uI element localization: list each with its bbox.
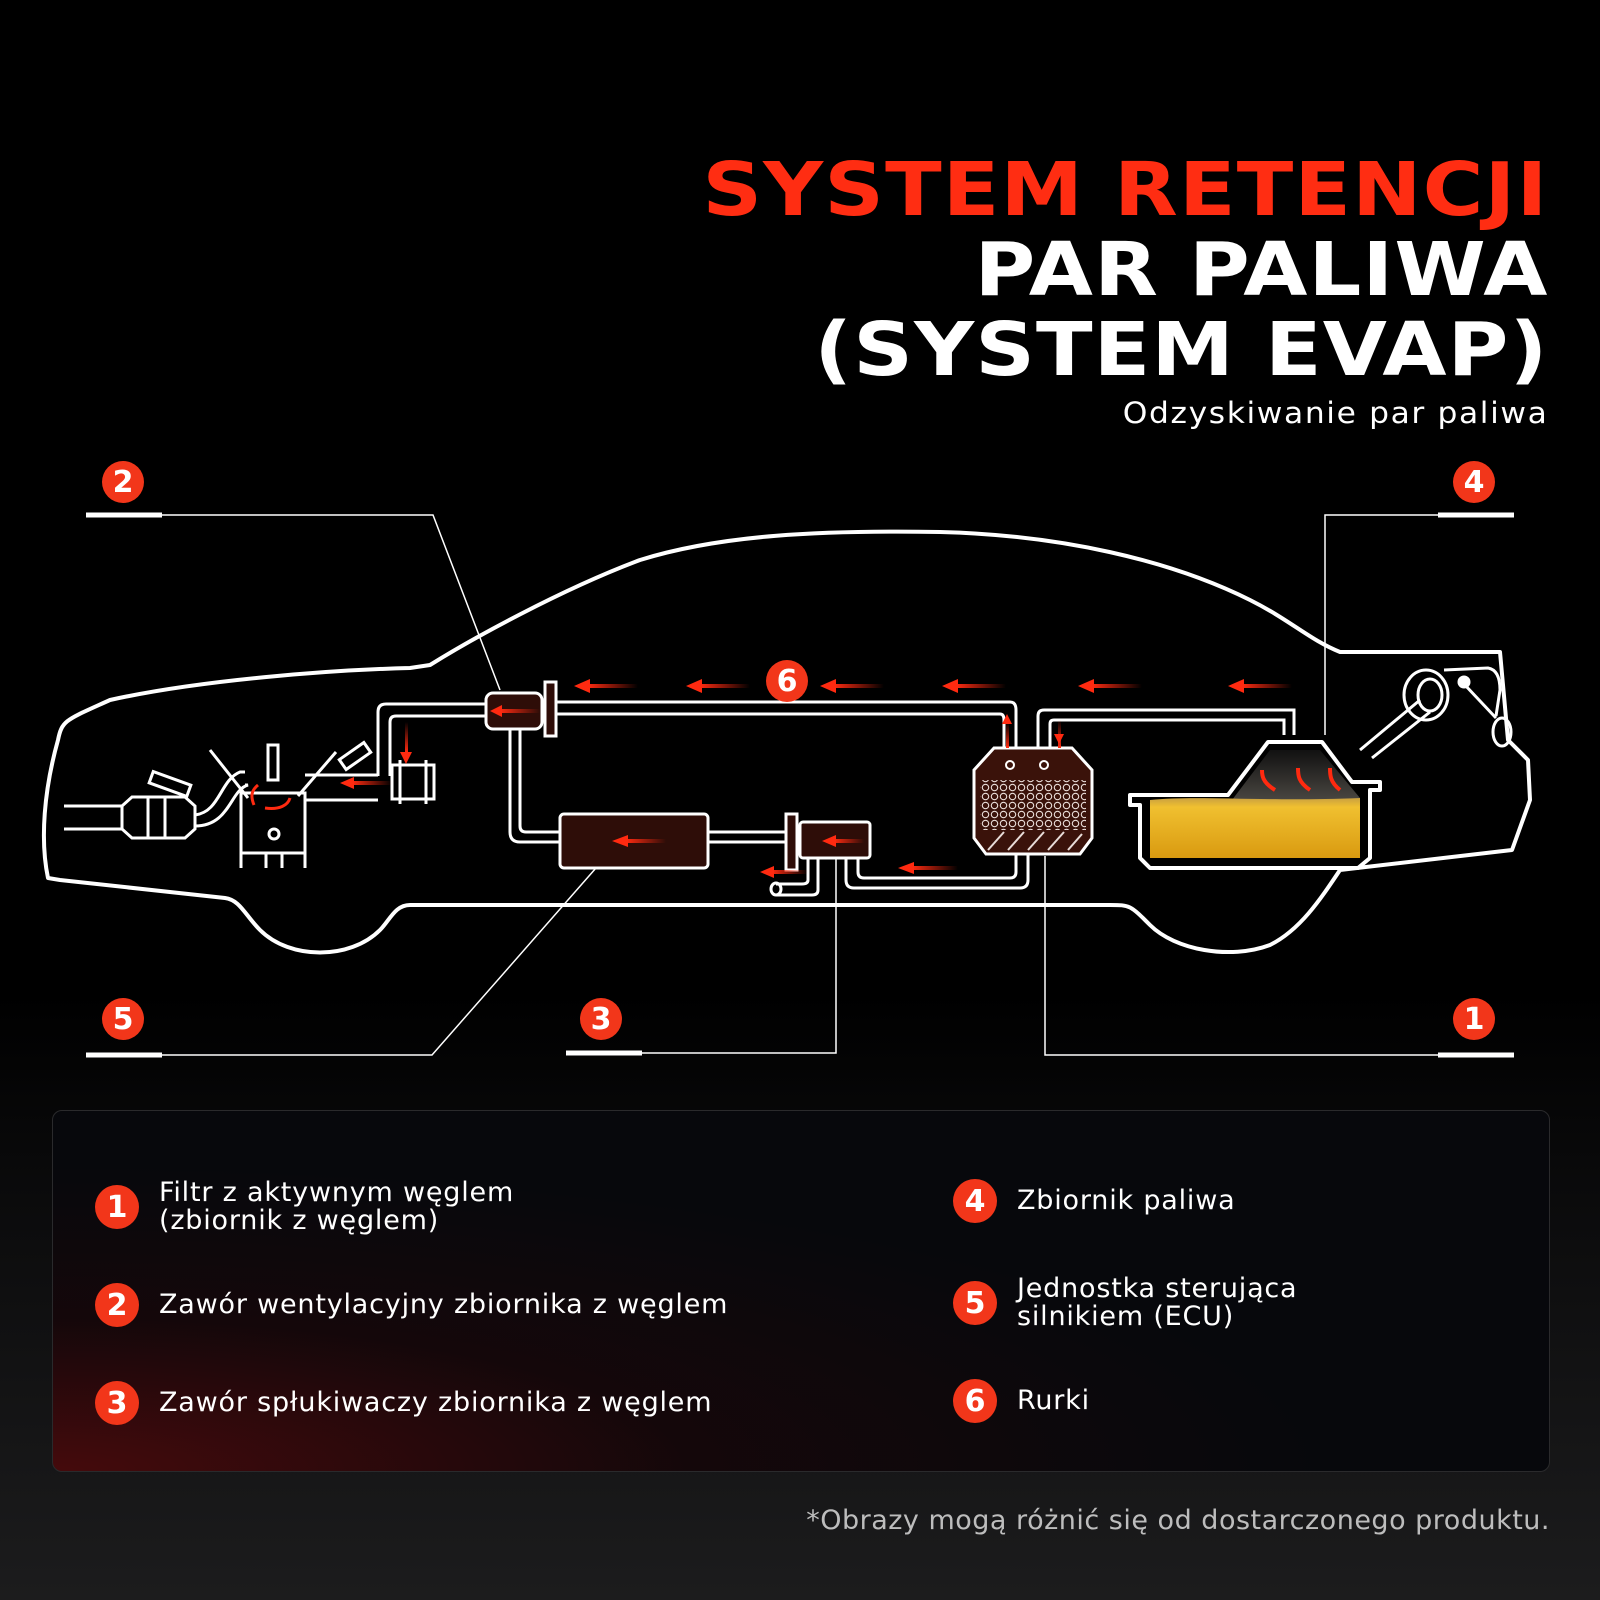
fuel-filler-cap-icon	[1402, 666, 1513, 748]
legend-item-3: 3 Zawór spłukiwaczy zbiornika z węglem	[95, 1381, 712, 1425]
vapor-arrows	[1260, 767, 1342, 792]
combustion-arrow-icon	[264, 797, 292, 810]
fuel-liquid	[1150, 798, 1360, 858]
callout-2: 2	[102, 461, 144, 503]
fuel-tank	[1128, 740, 1382, 870]
flow-arrow-icon	[612, 835, 666, 847]
title-line-3: (SYSTEM EVAP)	[813, 307, 1548, 393]
car-body-outline	[41, 529, 1532, 955]
throttle-body-icon	[390, 763, 436, 801]
tubes-network	[376, 698, 1431, 897]
legend-label: Zawór spłukiwaczy zbiornika z węglem	[159, 1387, 713, 1418]
flow-arrow-icon	[1002, 714, 1012, 748]
legend-badge: 4	[953, 1179, 997, 1223]
title-block: SYSTEM RETENCJI PAR PALIWA (SYSTEM EVAP)…	[702, 150, 1548, 430]
spark-plug-icon	[266, 743, 280, 782]
flow-arrow-icon	[760, 866, 808, 878]
callout-5: 5	[102, 998, 144, 1040]
legend-panel: 1 Filtr z aktywnym węglem (zbiornik z wę…	[52, 1110, 1550, 1472]
legend-item-1: 1 Filtr z aktywnym węglem (zbiornik z wę…	[95, 1179, 514, 1235]
flow-arrow-icon	[1078, 679, 1142, 693]
legend-label: Zawór wentylacyjny zbiornika z węglem	[159, 1289, 729, 1320]
title-line-2: PAR PALIWA	[974, 227, 1548, 313]
callout-1: 1	[1453, 998, 1495, 1040]
disclaimer: *Obrazy mogą różnić się od dostarczonego…	[806, 1505, 1550, 1536]
legend-label: Jednostka sterująca silnikiem (ECU)	[1017, 1273, 1298, 1332]
legend-item-2: 2 Zawór wentylacyjny zbiornika z węglem	[95, 1283, 728, 1327]
flow-arrow-icon	[400, 722, 412, 764]
legend-item-6: 6 Rurki	[953, 1379, 1090, 1423]
diagram-svg	[41, 512, 1532, 1058]
flow-arrow-icon	[942, 679, 1006, 693]
flow-arrow-icon	[490, 705, 540, 717]
flow-arrow-icon	[340, 777, 392, 789]
legend-badge: 6	[953, 1379, 997, 1423]
flow-arrows	[340, 679, 1292, 878]
flow-arrow-icon	[1054, 720, 1064, 748]
title-line-1: SYSTEM RETENCJI	[701, 147, 1548, 233]
evap-diagram: 2 4 6 5 3 1	[0, 440, 1600, 1070]
flow-arrow-icon	[898, 862, 958, 874]
legend-badge: 1	[95, 1185, 139, 1229]
catalytic-converter-icon	[120, 795, 197, 840]
flow-arrow-icon	[686, 679, 750, 693]
legend-item-4: 4 Zbiornik paliwa	[953, 1179, 1235, 1223]
subtitle: Odzyskiwanie par paliwa	[1122, 396, 1548, 430]
injector-icon	[337, 740, 373, 772]
flow-arrow-icon	[1228, 679, 1292, 693]
legend-item-5: 5 Jednostka sterująca silnikiem (ECU)	[953, 1275, 1297, 1331]
callout-6: 6	[766, 660, 808, 702]
engine-cylinder-icon	[239, 791, 307, 855]
combustion-arrow-icon	[250, 783, 259, 806]
oxygen-sensor-icon	[147, 769, 193, 799]
legend-label: Zbiornik paliwa	[1017, 1185, 1236, 1216]
callout-4: 4	[1453, 461, 1495, 503]
legend-badge: 5	[953, 1281, 997, 1325]
flow-arrow-icon	[574, 679, 638, 693]
flow-arrow-icon	[820, 679, 884, 693]
legend-badge: 3	[95, 1381, 139, 1425]
legend-label: Filtr z aktywnym węglem (zbiornik z węgl…	[159, 1177, 515, 1236]
callout-3: 3	[580, 998, 622, 1040]
legend-label: Rurki	[1017, 1385, 1090, 1416]
charcoal-canister	[972, 746, 1094, 856]
flow-arrow-icon	[822, 835, 864, 847]
legend-badge: 2	[95, 1283, 139, 1327]
leader-lines	[86, 512, 1514, 1058]
